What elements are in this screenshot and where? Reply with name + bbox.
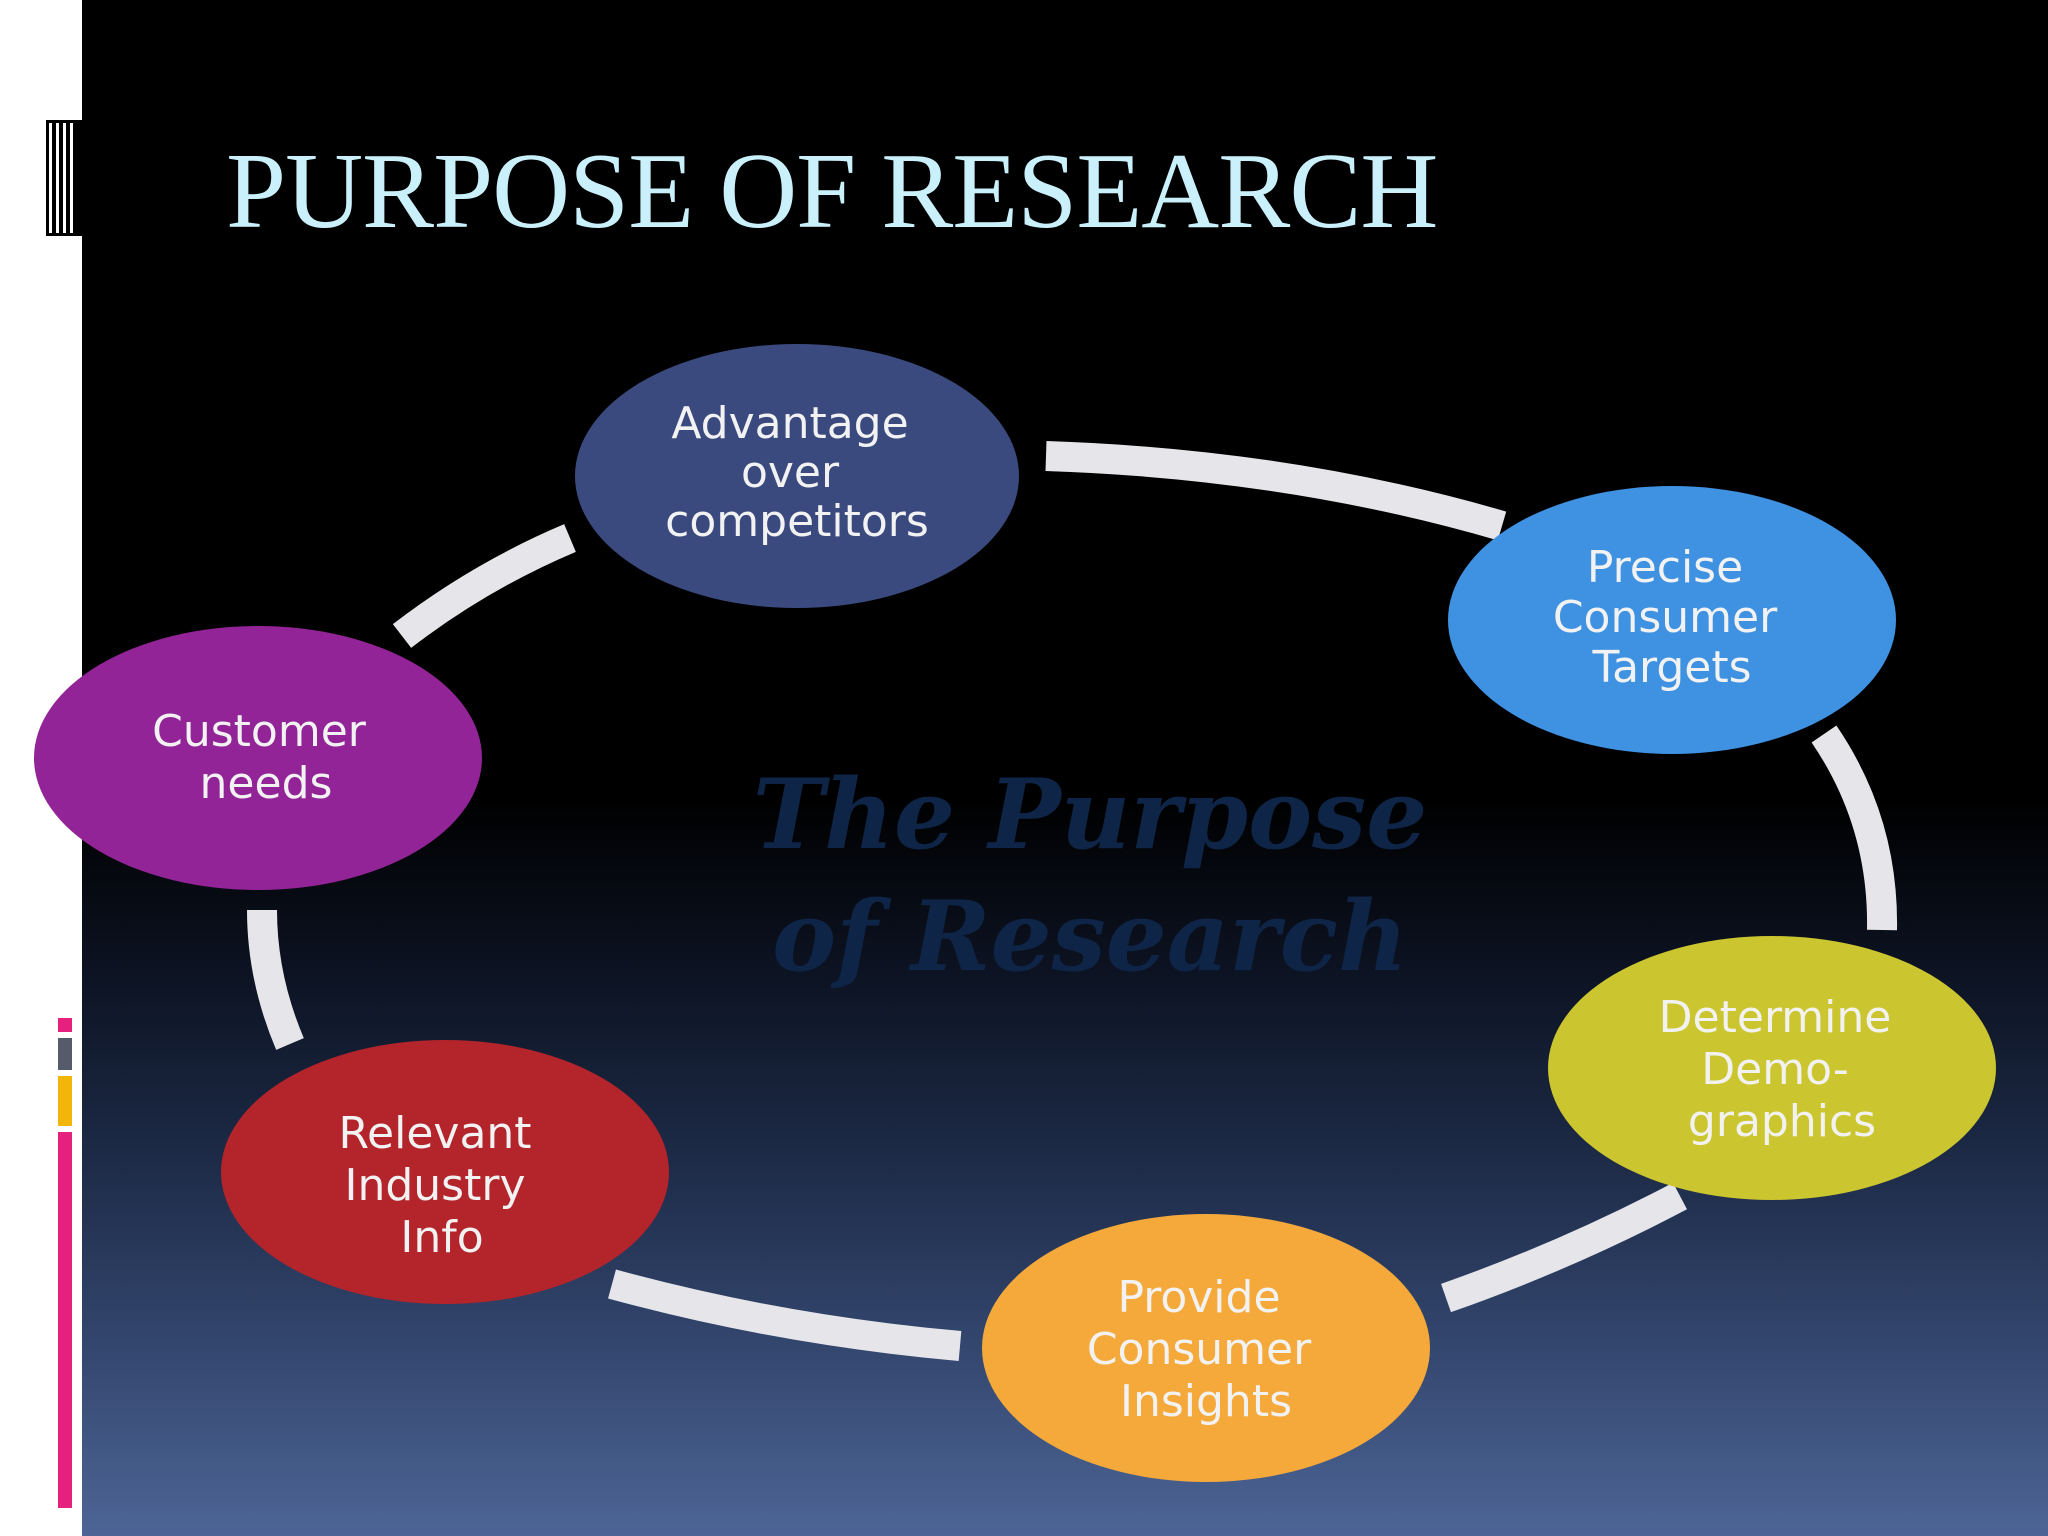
node-label-line: Provide: [1117, 1272, 1280, 1323]
node-label-line: Demo-: [1701, 1044, 1848, 1095]
node-label: Relevant Industry Info: [338, 1108, 545, 1263]
node-circle: [34, 626, 482, 890]
node-label-line: Industry: [345, 1160, 526, 1211]
node-label-line: graphics: [1688, 1096, 1876, 1147]
node-label-line: Insights: [1120, 1376, 1292, 1427]
node-provide-consumer-insights: Provide Consumer Insights: [982, 1214, 1430, 1482]
center-title-line-1: The Purpose: [753, 758, 1428, 871]
center-title-line-2: of Research: [772, 880, 1408, 993]
node-label-line: needs: [200, 758, 333, 809]
node-precise-consumer-targets: Precise Consumer Targets: [1448, 486, 1896, 754]
node-label: Provide Consumer Insights: [1087, 1272, 1325, 1427]
node-label-line: Info: [400, 1212, 483, 1263]
node-label-line: Advantage: [671, 398, 908, 449]
node-circle: [575, 344, 1019, 608]
node-circle: [982, 1214, 1430, 1482]
node-label-line: Targets: [1591, 642, 1751, 693]
connector-insights-to-relevant: [608, 1269, 962, 1361]
slide-title: PURPOSE OF RESEARCH: [226, 132, 1438, 251]
node-determine-demographics: Determine Demo- graphics: [1548, 936, 1996, 1200]
accent-bar-gold: [58, 1076, 72, 1126]
cycle-connectors: [247, 441, 1898, 1361]
node-label-line: Determine: [1659, 992, 1892, 1043]
connector-precise-to-demographics: [1811, 725, 1898, 931]
node-advantage-over-competitors: Advantage over competitors: [575, 344, 1019, 608]
node-circle: [1548, 936, 1996, 1200]
connector-customer-to-advantage: [392, 524, 576, 648]
accent-bar-pink-top: [58, 1018, 72, 1032]
node-label: Customer needs: [152, 706, 380, 809]
node-circle: [221, 1040, 669, 1304]
node-label: Precise Consumer Targets: [1553, 542, 1791, 693]
node-label-line: Precise: [1587, 542, 1743, 593]
node-label-line: Consumer: [1087, 1324, 1312, 1375]
node-label-line: Consumer: [1553, 592, 1778, 643]
accent-bar-gray: [58, 1038, 72, 1070]
connector-relevant-to-customer: [247, 909, 304, 1050]
hatch-decoration: [46, 120, 82, 236]
node-label: Advantage over competitors: [665, 398, 929, 547]
node-customer-needs: Customer needs: [34, 626, 482, 890]
node-circle: [1448, 486, 1896, 754]
node-relevant-industry-info: Relevant Industry Info: [221, 1040, 669, 1304]
connector-advantage-to-precise: [1045, 441, 1507, 541]
node-label-line: over: [741, 447, 840, 498]
node-label-line: Customer: [152, 706, 367, 757]
node-label-line: Relevant: [338, 1108, 531, 1159]
node-label-line: competitors: [665, 496, 929, 547]
node-label: Determine Demo- graphics: [1659, 992, 1906, 1147]
accent-bar-pink: [58, 1132, 72, 1508]
connector-demographics-to-insights: [1441, 1182, 1687, 1313]
